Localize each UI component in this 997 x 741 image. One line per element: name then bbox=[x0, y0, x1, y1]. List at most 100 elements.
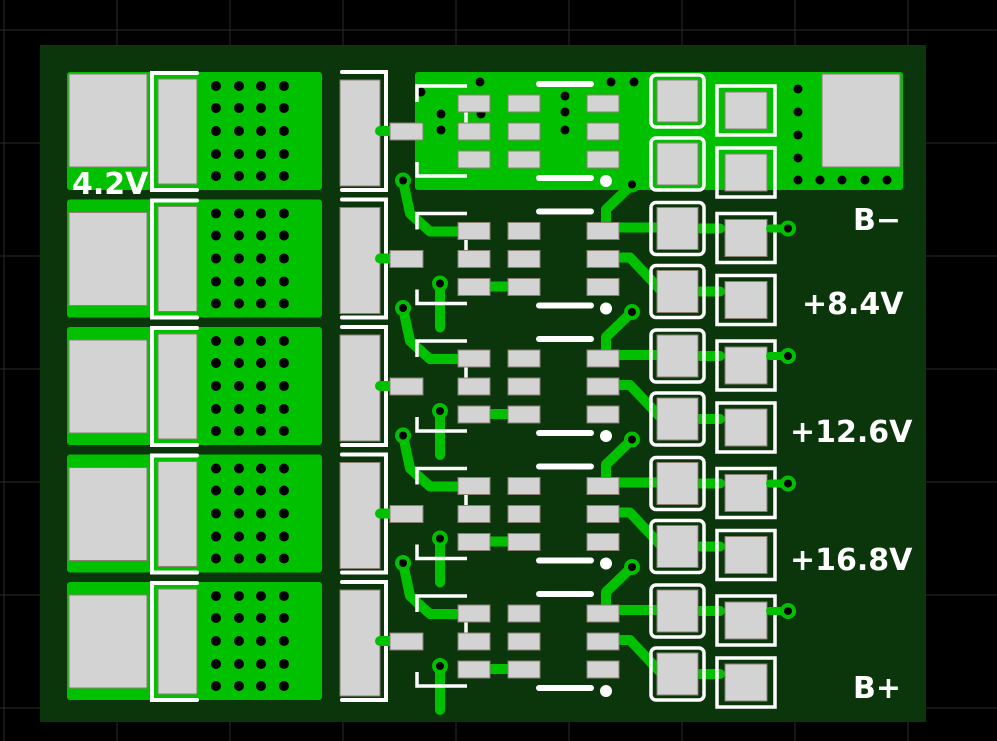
via bbox=[234, 336, 244, 346]
via bbox=[211, 681, 221, 691]
via bbox=[211, 336, 221, 346]
diode-silkscreen bbox=[715, 594, 777, 647]
diode-silkscreen bbox=[715, 273, 777, 327]
mosfet-silkscreen bbox=[649, 200, 706, 257]
b-minus-pad bbox=[821, 73, 901, 168]
mosfet-pad bbox=[656, 525, 699, 568]
mosfet-pad bbox=[656, 270, 699, 313]
via bbox=[256, 381, 266, 391]
ic-pad bbox=[457, 660, 491, 679]
via bbox=[211, 404, 221, 414]
ic-silkscreen bbox=[415, 466, 467, 561]
small-pad bbox=[389, 122, 424, 141]
via bbox=[256, 81, 266, 91]
ic-silkscreen bbox=[415, 594, 467, 688]
battery-pad bbox=[68, 212, 148, 306]
via bbox=[234, 171, 244, 181]
resistor-pad bbox=[157, 78, 198, 185]
via bbox=[279, 636, 289, 646]
via bbox=[399, 431, 407, 440]
ic-pad bbox=[457, 604, 491, 623]
diode-pad bbox=[724, 601, 768, 640]
via bbox=[279, 126, 289, 136]
resistor-pad bbox=[157, 206, 198, 312]
via bbox=[234, 81, 244, 91]
ic-pad bbox=[507, 604, 541, 623]
ic-pad bbox=[457, 122, 491, 141]
via bbox=[628, 435, 636, 444]
via bbox=[211, 253, 221, 264]
via bbox=[256, 426, 266, 436]
via bbox=[475, 77, 485, 87]
ic-pad bbox=[507, 533, 541, 551]
via bbox=[256, 404, 266, 414]
via bbox=[256, 126, 266, 136]
via bbox=[784, 352, 792, 360]
diode-pad bbox=[724, 663, 768, 702]
via bbox=[256, 171, 266, 181]
via bbox=[279, 298, 289, 309]
ic-pad bbox=[507, 122, 541, 141]
via bbox=[279, 426, 289, 436]
battery-pad bbox=[68, 339, 148, 434]
via bbox=[256, 591, 266, 601]
via bbox=[793, 175, 803, 185]
copper-trace bbox=[398, 558, 475, 619]
diode-pad bbox=[724, 153, 768, 192]
via bbox=[628, 180, 636, 189]
via bbox=[784, 607, 792, 615]
via bbox=[256, 531, 266, 542]
via bbox=[256, 103, 266, 113]
diode-pad bbox=[724, 474, 768, 512]
cell-row-4 bbox=[67, 427, 796, 588]
pin1-marker bbox=[600, 302, 612, 315]
mosfet-silkscreen bbox=[649, 455, 706, 512]
cell-row-5 bbox=[67, 555, 796, 715]
via bbox=[234, 426, 244, 436]
via bbox=[560, 107, 570, 117]
via bbox=[279, 463, 289, 474]
via bbox=[256, 298, 266, 309]
diode-silkscreen bbox=[715, 146, 777, 199]
via bbox=[279, 681, 289, 691]
via bbox=[234, 681, 244, 691]
via bbox=[234, 298, 244, 309]
pin1-marker bbox=[600, 430, 612, 442]
ic-pad bbox=[586, 660, 620, 679]
via bbox=[279, 508, 289, 519]
via bbox=[279, 404, 289, 414]
via bbox=[234, 276, 244, 287]
capacitor-pad bbox=[339, 79, 381, 187]
via bbox=[629, 77, 639, 87]
cell-row-1 bbox=[67, 70, 903, 199]
via bbox=[560, 91, 570, 101]
via bbox=[279, 485, 289, 496]
ic-pad bbox=[507, 250, 541, 268]
via bbox=[256, 553, 266, 564]
ic-pad bbox=[457, 632, 491, 651]
cell-row-3 bbox=[67, 300, 796, 460]
pin1-marker bbox=[600, 557, 612, 570]
via bbox=[234, 553, 244, 564]
label-b-minus: B− bbox=[853, 203, 901, 238]
via bbox=[399, 559, 407, 567]
via bbox=[211, 298, 221, 309]
ic-pad bbox=[586, 405, 620, 424]
mosfet-silkscreen bbox=[649, 518, 706, 575]
via bbox=[256, 613, 266, 623]
via bbox=[211, 485, 221, 496]
ic-pad bbox=[457, 94, 491, 113]
ic-pad bbox=[507, 632, 541, 651]
ic-pad bbox=[586, 533, 620, 551]
via bbox=[882, 175, 892, 185]
via bbox=[234, 230, 244, 241]
via bbox=[211, 381, 221, 391]
via bbox=[256, 230, 266, 241]
via bbox=[279, 103, 289, 113]
diode-pad bbox=[724, 408, 768, 447]
via bbox=[399, 304, 407, 312]
mosfet-silkscreen bbox=[649, 263, 706, 320]
silkscreen-outline bbox=[150, 326, 199, 447]
ic-pad bbox=[507, 349, 541, 368]
